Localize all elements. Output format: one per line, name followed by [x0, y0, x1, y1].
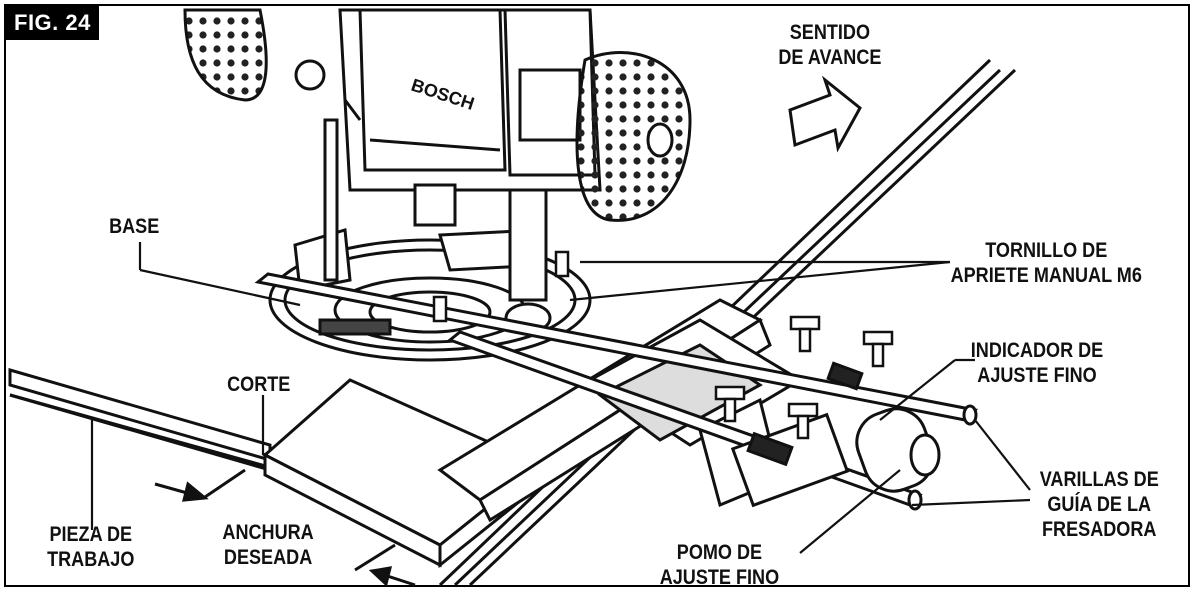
fine-adjust-assembly — [730, 361, 941, 508]
desired-width-line-2: DESEADA — [223, 546, 313, 569]
workpiece-line-2: TRABAJO — [47, 548, 135, 571]
feed-direction-line-1: SENTIDO — [789, 21, 871, 44]
workpiece-line-1: PIEZA DE — [49, 523, 133, 546]
fine-adjust-indicator-line-2: AJUSTE FINO — [977, 364, 1097, 387]
fine-adjust-knob-line-1: POMO DE — [676, 541, 763, 564]
feed-direction-line-2: DE AVANCE — [778, 46, 882, 69]
guide-rods-line-2: GUÍA DE LA — [1047, 493, 1152, 516]
fine-adjust-knob-line-2: AJUSTE FINO — [659, 566, 780, 589]
feed-direction-arrow — [788, 75, 862, 153]
leader-lines — [90, 242, 1031, 554]
fine-adjust-knob-label: POMO DE AJUSTE FINO — [660, 540, 779, 590]
desired-width-line-1: ANCHURA — [222, 521, 314, 544]
fine-adjust-indicator-label: INDICADOR DE AJUSTE FINO — [971, 338, 1103, 388]
guide-rods-label: VARILLAS DE GUÍA DE LA FRESADORA — [1040, 467, 1159, 542]
desired-width-label: ANCHURA DESEADA — [222, 520, 313, 570]
thumbscrew-knobs — [432, 250, 894, 440]
figure-number-badge: FIG. 24 — [6, 6, 99, 40]
thumbscrew-line-1: TORNILLO DE — [985, 239, 1108, 262]
width-dimension-arrows — [154, 468, 416, 587]
figure-frame — [4, 4, 1190, 587]
cut-label: CORTE — [227, 373, 291, 396]
feed-direction-label: SENTIDO DE AVANCE — [778, 20, 881, 70]
fine-adjust-indicator-line-1: INDICADOR DE — [970, 339, 1104, 362]
thumbscrew-line-2: APRIETE MANUAL M6 — [950, 264, 1142, 287]
router-handles — [183, 8, 692, 222]
router-body — [323, 8, 602, 334]
base-label: BASE — [109, 215, 160, 238]
workpiece-label: PIEZA DE TRABAJO — [47, 522, 134, 572]
thumbscrew-label: TORNILLO DE APRIETE MANUAL M6 — [951, 238, 1142, 288]
guide-rods-line-1: VARILLAS DE — [1039, 468, 1159, 491]
guide-rods-line-3: FRESADORA — [1042, 518, 1157, 541]
